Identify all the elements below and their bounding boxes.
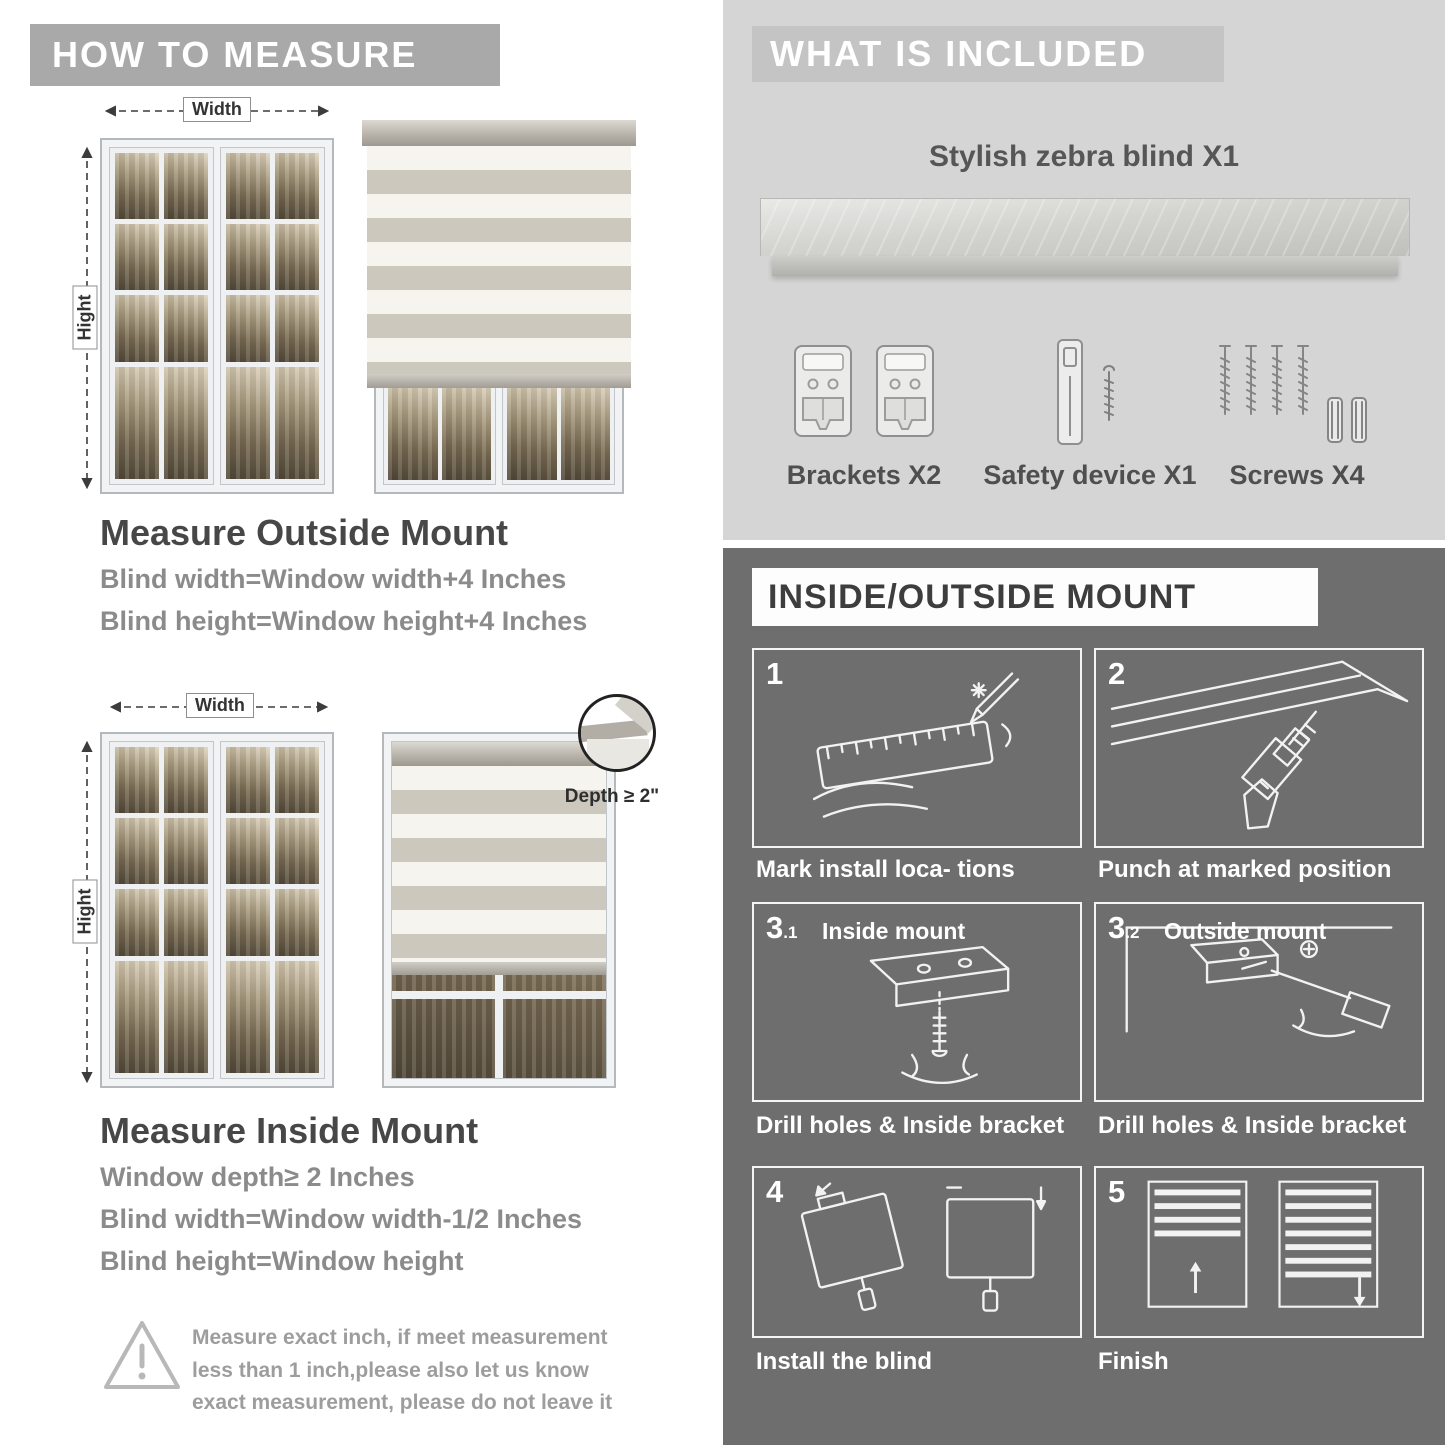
window-sash: [220, 147, 325, 485]
width-dimension-label-outside: Width: [183, 97, 251, 122]
step-caption-5: Finish: [1098, 1348, 1169, 1375]
install-blind-illustration: [800, 1182, 1047, 1312]
step-caption-1: Mark install loca- tions: [756, 856, 1015, 883]
height-dimension-label-inside: Hight: [72, 879, 98, 944]
bracket-icon: [794, 345, 852, 437]
depth-callout-circle: [578, 694, 656, 772]
height-dimension-label-outside: Hight: [72, 285, 98, 350]
step-number: 1: [766, 656, 784, 691]
inside-mount-line3: Blind height=Window height: [100, 1246, 464, 1276]
step-panel-3-2: 3.2 Outside mount: [1094, 902, 1424, 1102]
inside-mount-line1: Window depth≥ 2 Inches: [100, 1162, 415, 1192]
outside-mount-title: Measure Outside Mount: [100, 512, 509, 553]
blind-stripes: [392, 766, 606, 962]
window-behind-blind: [374, 372, 624, 494]
mark-location-illustration: [812, 672, 1020, 818]
inside-bracket-illustration: [869, 945, 1010, 1085]
outside-bracket-illustration: [1125, 926, 1393, 1038]
safety-device-label: Safety device X1: [983, 460, 1197, 490]
inside-outside-mount-section: [723, 548, 1445, 1445]
safety-device-icon: [1057, 339, 1115, 445]
window-sash: [109, 147, 214, 485]
screws-label: Screws X4: [1229, 460, 1365, 490]
what-is-included-title: WHAT IS INCLUDED: [770, 33, 1148, 74]
window-pane: [115, 153, 159, 220]
step-panel-4: 4: [752, 1166, 1082, 1338]
blind-bottom-rail: [367, 374, 631, 388]
width-dimension-label-inside: Width: [186, 693, 254, 718]
step-panel-5: 5: [1094, 1166, 1424, 1338]
step-number: 2: [1108, 656, 1126, 691]
step-number: 3: [1108, 910, 1126, 945]
warning-icon: [104, 1321, 180, 1389]
what-is-included-banner: WHAT IS INCLUDED: [752, 26, 1224, 82]
outside-mount-line2: Blind height=Window height+4 Inches: [100, 606, 588, 636]
step-caption-4: Install the blind: [756, 1348, 933, 1375]
warning-text: Measure exact inch, if meet measurement …: [192, 1326, 613, 1415]
blind-bottom-rail: [392, 962, 606, 975]
window-mullion-horizontal: [392, 990, 606, 999]
how-to-measure-title: HOW TO MEASURE: [52, 34, 418, 75]
step-caption-2: Punch at marked position: [1098, 856, 1392, 883]
how-to-measure-banner: HOW TO MEASURE: [30, 24, 500, 86]
zebra-blind-headrail: [760, 198, 1410, 276]
outside-mount-line1: Blind width=Window width+4 Inches: [100, 564, 567, 594]
brackets-label: Brackets X2: [786, 460, 942, 490]
finish-illustration: [1147, 1180, 1379, 1308]
screws-icon: [1219, 345, 1367, 443]
step-panel-2: 2: [1094, 648, 1424, 848]
bracket-icon: [876, 345, 934, 437]
depth-label: Depth ≥ 2": [564, 786, 660, 807]
window-illustration-outside: [100, 138, 334, 494]
blind-cassette: [362, 120, 636, 146]
drill-ceiling-illustration: [1110, 660, 1409, 830]
step-number: 5: [1108, 1174, 1126, 1209]
blind-illustration-outside: [362, 120, 636, 494]
zebra-blind-label: Stylish zebra blind X1: [928, 140, 1240, 173]
step-title: Outside mount: [1164, 918, 1327, 944]
step-number: 3: [766, 910, 784, 945]
step-caption-3-2: Drill holes & Inside bracket: [1098, 1112, 1407, 1139]
inside-outside-mount-banner: INSIDE/OUTSIDE MOUNT: [752, 568, 1318, 626]
blind-stripes: [367, 146, 631, 374]
inside-mount-line2: Blind width=Window width-1/2 Inches: [100, 1204, 583, 1234]
step-number: 4: [766, 1174, 784, 1209]
step-title: Inside mount: [822, 918, 966, 944]
blind-cassette: [392, 742, 606, 766]
inside-mount-title: Measure Inside Mount: [100, 1110, 479, 1151]
step-panel-1: 1: [752, 648, 1082, 848]
step-panel-3-1: 3.1 Inside mount: [752, 902, 1082, 1102]
inside-outside-mount-title: INSIDE/OUTSIDE MOUNT: [768, 577, 1197, 616]
step-caption-3-1: Drill holes & Inside bracket: [756, 1112, 1065, 1139]
blind-in-window-illustration: [382, 732, 616, 1088]
window-illustration-inside: [100, 732, 334, 1088]
